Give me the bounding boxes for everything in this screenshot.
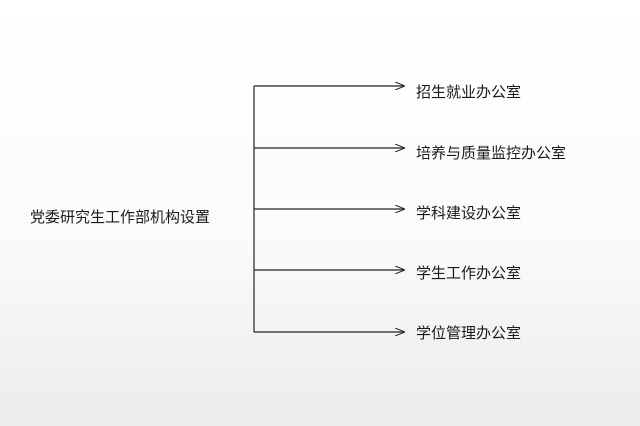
- child-node-label: 学科建设办公室: [416, 204, 522, 222]
- root-node-label: 党委研究生工作部机构设置: [30, 208, 211, 226]
- child-node-label: 学位管理办公室: [416, 324, 522, 342]
- child-node-label: 学生工作办公室: [416, 264, 522, 282]
- child-node-label: 培养与质量监控办公室: [416, 144, 567, 162]
- child-node-label: 招生就业办公室: [416, 83, 522, 101]
